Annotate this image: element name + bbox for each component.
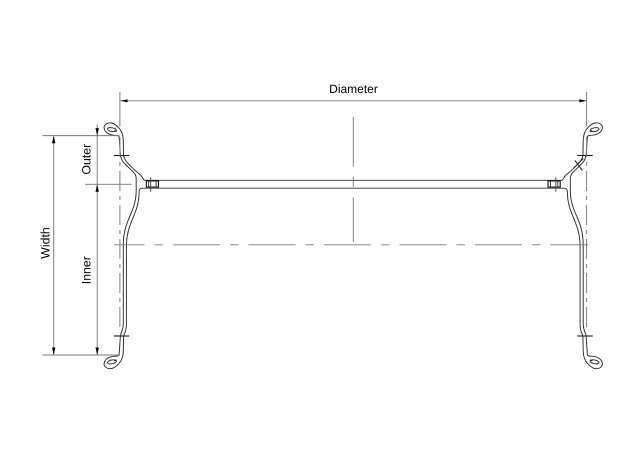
svg-text:Outer: Outer (80, 144, 94, 175)
svg-text:Diameter: Diameter (329, 82, 378, 96)
svg-text:Width: Width (39, 227, 53, 259)
svg-text:Inner: Inner (80, 256, 94, 284)
